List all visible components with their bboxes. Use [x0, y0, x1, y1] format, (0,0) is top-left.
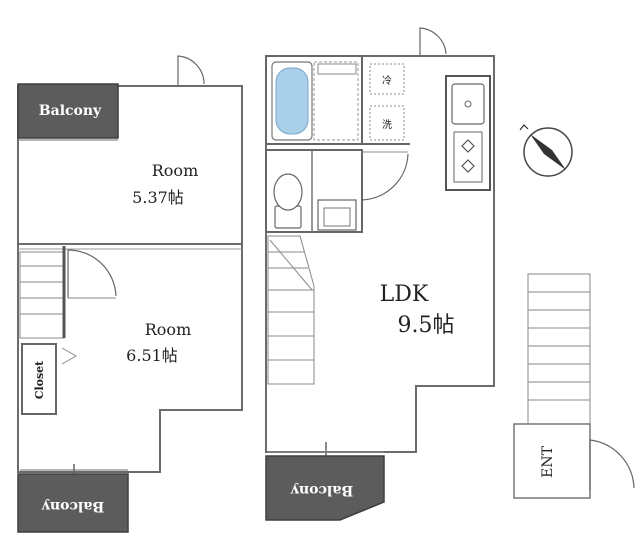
room-upper-name: Room — [152, 161, 198, 180]
entrance-unit: ENT — [513, 273, 635, 499]
balcony-top-label: Balcony — [39, 103, 102, 119]
balcony-bottom-label: Balcony — [41, 498, 104, 514]
fridge-label: 冷 — [382, 74, 392, 87]
upper-floor-unit: Balcony Room 5.37帖 Closet Room 6.51帖 Bal… — [17, 55, 243, 533]
door-swing-icon — [361, 152, 409, 201]
stove-burner-icon — [461, 139, 475, 173]
lower-floor-unit: 冷 洗 — [265, 27, 495, 521]
balcony-ldk-label: Balcony — [290, 482, 353, 498]
entrance-staircase — [527, 273, 591, 425]
door-swing-icon — [67, 249, 117, 298]
sink-icon — [451, 83, 485, 125]
fridge-spot — [369, 63, 405, 95]
room-lower-size: 6.51帖 — [126, 346, 178, 365]
entrance-label: ENT — [540, 445, 556, 477]
room-upper-size: 5.37帖 — [132, 188, 184, 207]
closet — [21, 343, 57, 415]
washer-spot — [369, 105, 405, 141]
stair-block — [19, 251, 65, 339]
staircase-lower — [267, 235, 315, 385]
sink-icon — [317, 199, 357, 231]
ldk-size: 9.5帖 — [398, 313, 455, 338]
closet-door-icon — [61, 347, 78, 365]
door-swing-icon — [589, 439, 635, 490]
room-lower-name: Room — [145, 320, 191, 339]
entrance-landing — [513, 423, 591, 499]
lower-floor-outline — [265, 55, 495, 453]
staircase-upper — [19, 246, 66, 339]
compass-north-icon — [519, 124, 573, 177]
ldk-label: LDK — [380, 282, 429, 307]
door-swing-icon — [419, 27, 447, 56]
closet-label: Closet — [33, 360, 46, 399]
upper-floor-outline — [17, 85, 243, 473]
bathtub-icon — [275, 67, 309, 135]
balcony-top — [17, 83, 119, 139]
balcony-ldk — [265, 455, 385, 521]
balcony-bottom — [17, 473, 129, 533]
toilet-icon — [273, 173, 303, 229]
washer-label: 洗 — [382, 119, 392, 131]
door-swing-icon — [177, 55, 205, 86]
